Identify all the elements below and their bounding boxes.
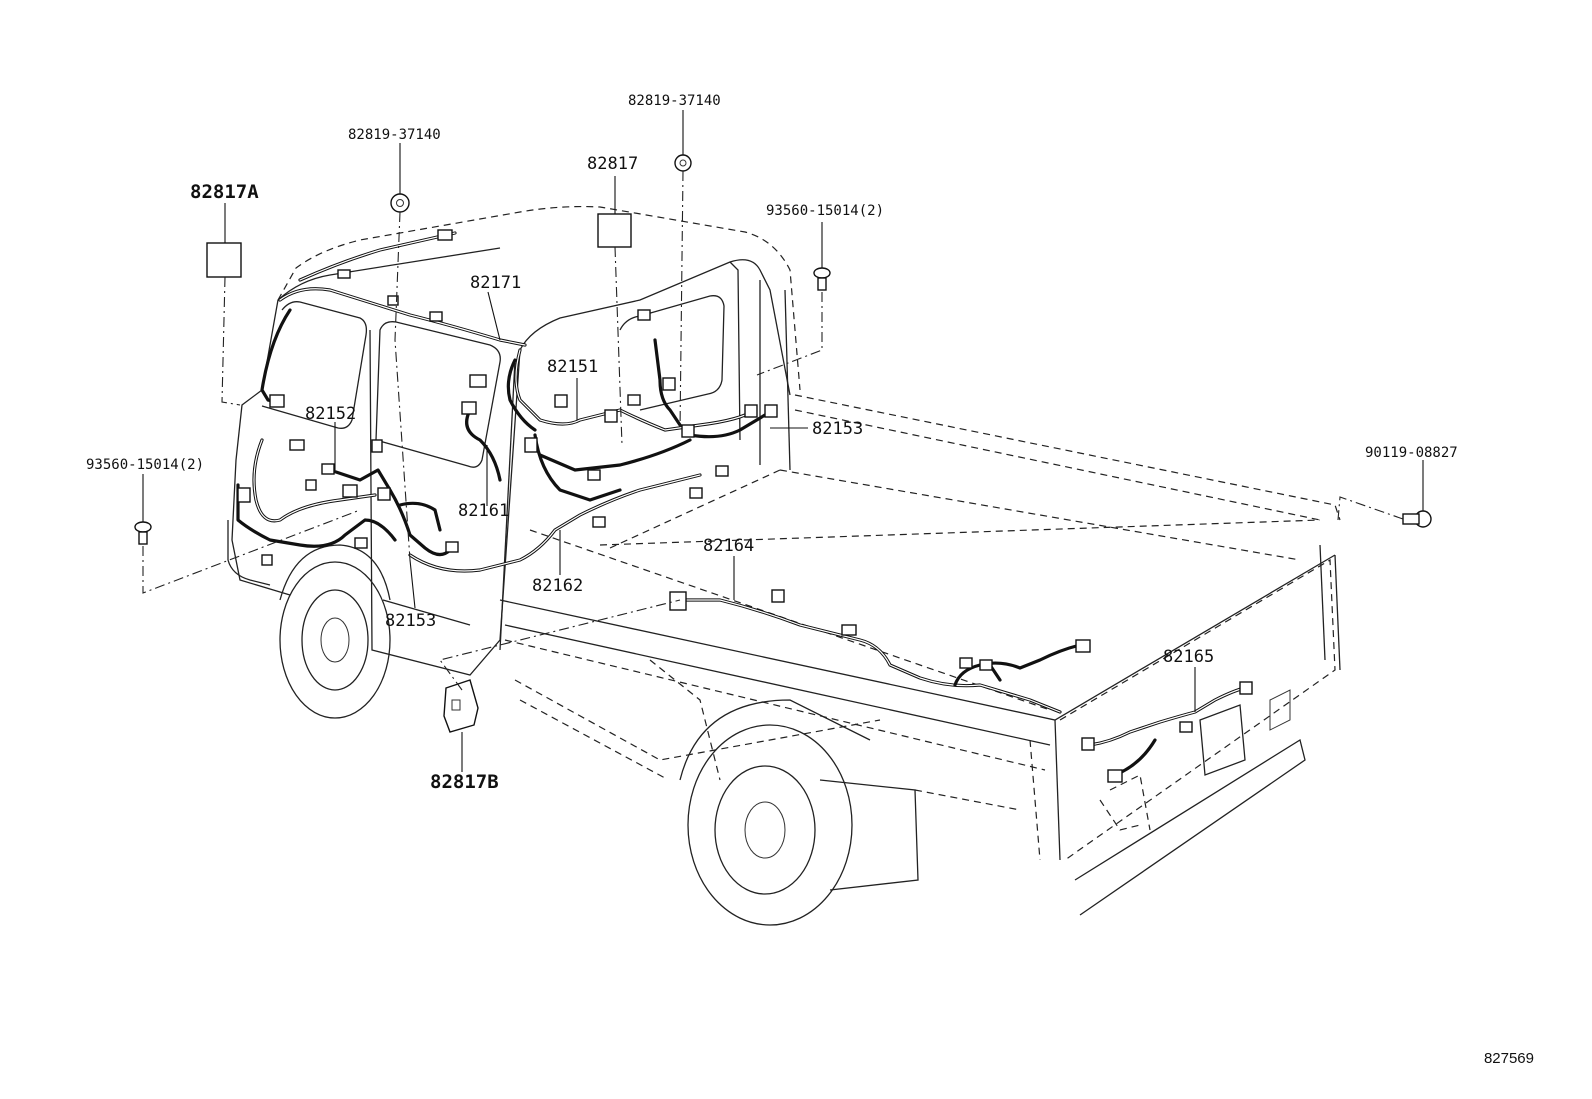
label-82151: 82151 — [547, 357, 598, 377]
grommet-icon-right — [674, 154, 692, 172]
leader-lines — [142, 110, 1424, 772]
label-82171: 82171 — [470, 273, 521, 293]
cargo-bed-outline — [499, 394, 1341, 926]
grommet-icon-left — [390, 193, 410, 213]
bolt-icon — [1402, 510, 1432, 528]
label-82153-left: 82153 — [385, 611, 436, 631]
label-93560-15014-right: 93560-15014(2) — [766, 203, 884, 219]
label-82817A: 82817A — [190, 181, 259, 203]
label-82152: 82152 — [305, 404, 356, 424]
truck-body-outline — [227, 205, 801, 719]
drawing-code: 827569 — [1483, 1050, 1534, 1067]
roof-harness-82171 — [278, 229, 527, 347]
label-82817: 82817 — [587, 154, 638, 174]
label-93560-15014-left: 93560-15014(2) — [86, 457, 204, 473]
label-90119-08827: 90119-08827 — [1365, 445, 1458, 461]
label-82162: 82162 — [532, 576, 583, 596]
floor-harness-82153-82161 — [408, 358, 729, 573]
clip-icon-left — [134, 521, 152, 545]
label-82165: 82165 — [1163, 647, 1214, 667]
label-plate-82817A — [206, 242, 242, 278]
label-plate-82817 — [597, 213, 632, 248]
label-82819-37140-right: 82819-37140 — [628, 93, 721, 109]
bracket-82817B-icon — [443, 679, 479, 733]
label-82153-right: 82153 — [812, 419, 863, 439]
label-82164: 82164 — [703, 536, 754, 556]
clip-icon-right — [813, 267, 831, 291]
label-82819-37140-left: 82819-37140 — [348, 127, 441, 143]
front-harness-82152 — [236, 308, 459, 566]
label-82161: 82161 — [458, 501, 509, 521]
label-82817B: 82817B — [430, 771, 499, 793]
cab-rear-harness-82151 — [514, 309, 778, 439]
rear-harness-82165 — [1081, 681, 1253, 783]
